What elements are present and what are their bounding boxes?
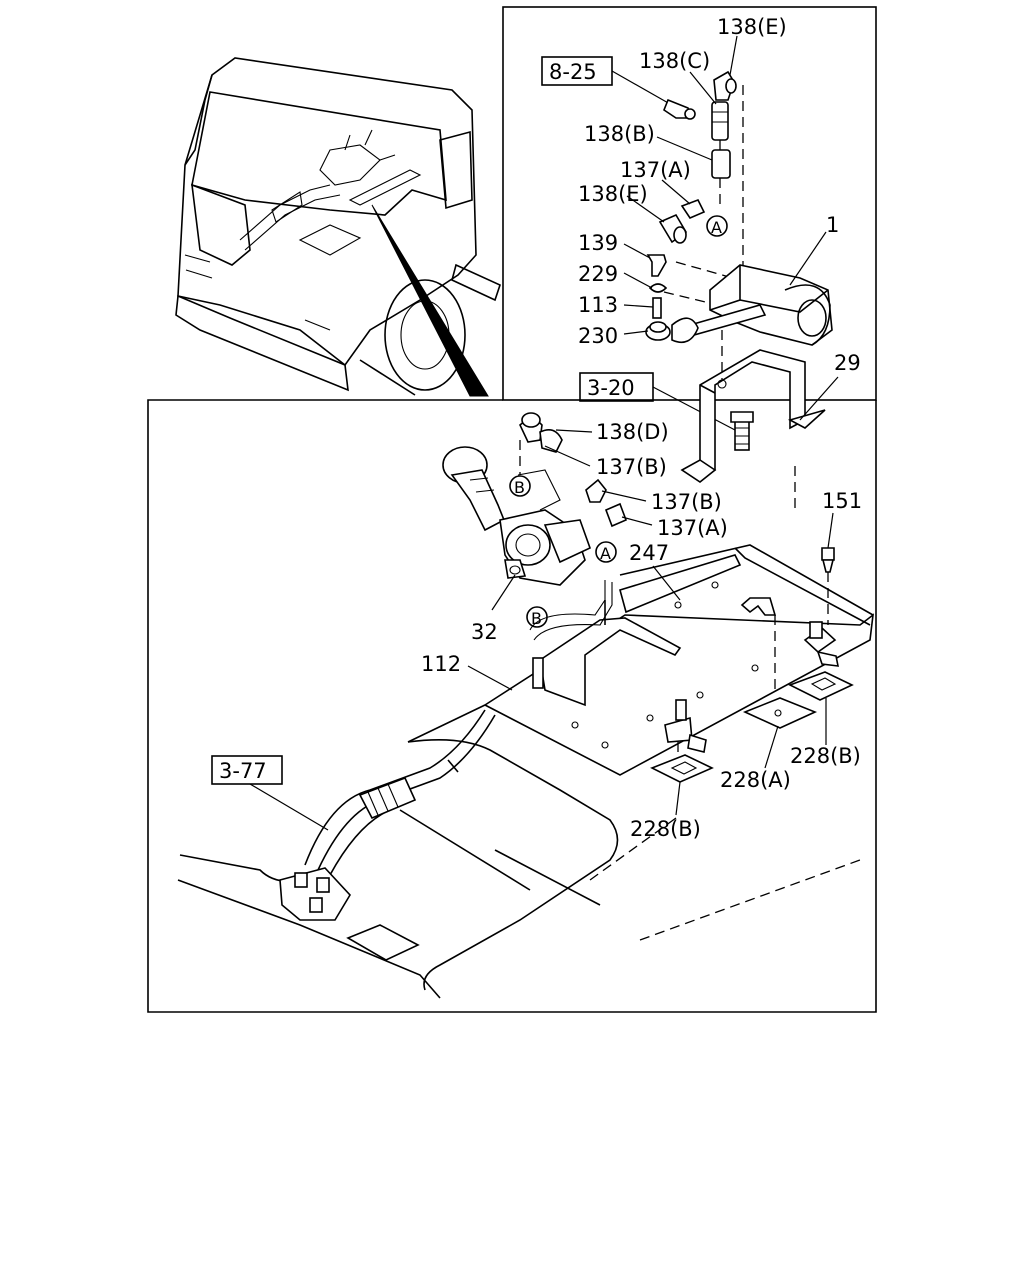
fittings-lower	[519, 412, 628, 528]
label-137a-2: 137(A)	[657, 516, 728, 540]
label-138e-top: 138(E)	[717, 15, 787, 39]
part-32-pump	[442, 446, 591, 586]
label-138d: 138(D)	[596, 420, 669, 444]
callout-wedge	[371, 204, 489, 397]
truck-cab-illustration	[175, 57, 501, 397]
label-228a: 228(A)	[720, 768, 791, 792]
cab-floor	[177, 600, 861, 999]
ref-box-8-25: 8-25	[541, 56, 613, 86]
label-1: 1	[826, 213, 839, 237]
marker-b-bottom: B	[526, 606, 548, 628]
label-137a-top: 137(A)	[620, 158, 691, 182]
label-228b-right: 228(B)	[790, 744, 861, 768]
label-151: 151	[822, 489, 862, 513]
label-139: 139	[578, 231, 618, 255]
label-138e-mid: 138(E)	[578, 182, 648, 206]
part-1-valve	[671, 264, 833, 346]
ref-box-3-20: 3-20	[579, 372, 654, 402]
part-112-platform	[483, 544, 875, 783]
label-230: 230	[578, 324, 618, 348]
label-138b: 138(B)	[584, 122, 655, 146]
frame-main	[147, 399, 877, 1013]
svg-text:B: B	[531, 609, 542, 628]
label-113: 113	[578, 293, 618, 317]
svg-text:A: A	[711, 218, 722, 237]
leader-lines	[467, 35, 839, 816]
frame-inset	[502, 6, 877, 401]
svg-text:B: B	[514, 478, 525, 497]
fittings-upper	[645, 70, 744, 341]
label-228b-left: 228(B)	[630, 817, 701, 841]
label-32: 32	[471, 620, 498, 644]
label-137b-2: 137(B)	[651, 490, 722, 514]
label-137b-1: 137(B)	[596, 455, 667, 479]
ref-label-3-20: 3-20	[587, 376, 635, 400]
part-labels: 138(E) 138(C) 138(B) 137(A) 138(E) 139 2…	[421, 15, 862, 841]
ref-box-3-77: 3-77	[211, 755, 283, 785]
marker-a-bottom: A	[595, 541, 617, 563]
svg-text:A: A	[600, 544, 611, 563]
ref-label-3-77: 3-77	[219, 759, 267, 783]
part-29-bracket	[680, 330, 826, 510]
label-29: 29	[834, 351, 861, 375]
marker-a-top: A	[706, 215, 728, 237]
label-138c: 138(C)	[639, 49, 710, 73]
ref-label-8-25: 8-25	[549, 60, 597, 84]
label-229: 229	[578, 262, 618, 286]
marker-b-top: B	[509, 475, 531, 497]
label-247: 247	[629, 541, 669, 565]
label-112: 112	[421, 652, 461, 676]
